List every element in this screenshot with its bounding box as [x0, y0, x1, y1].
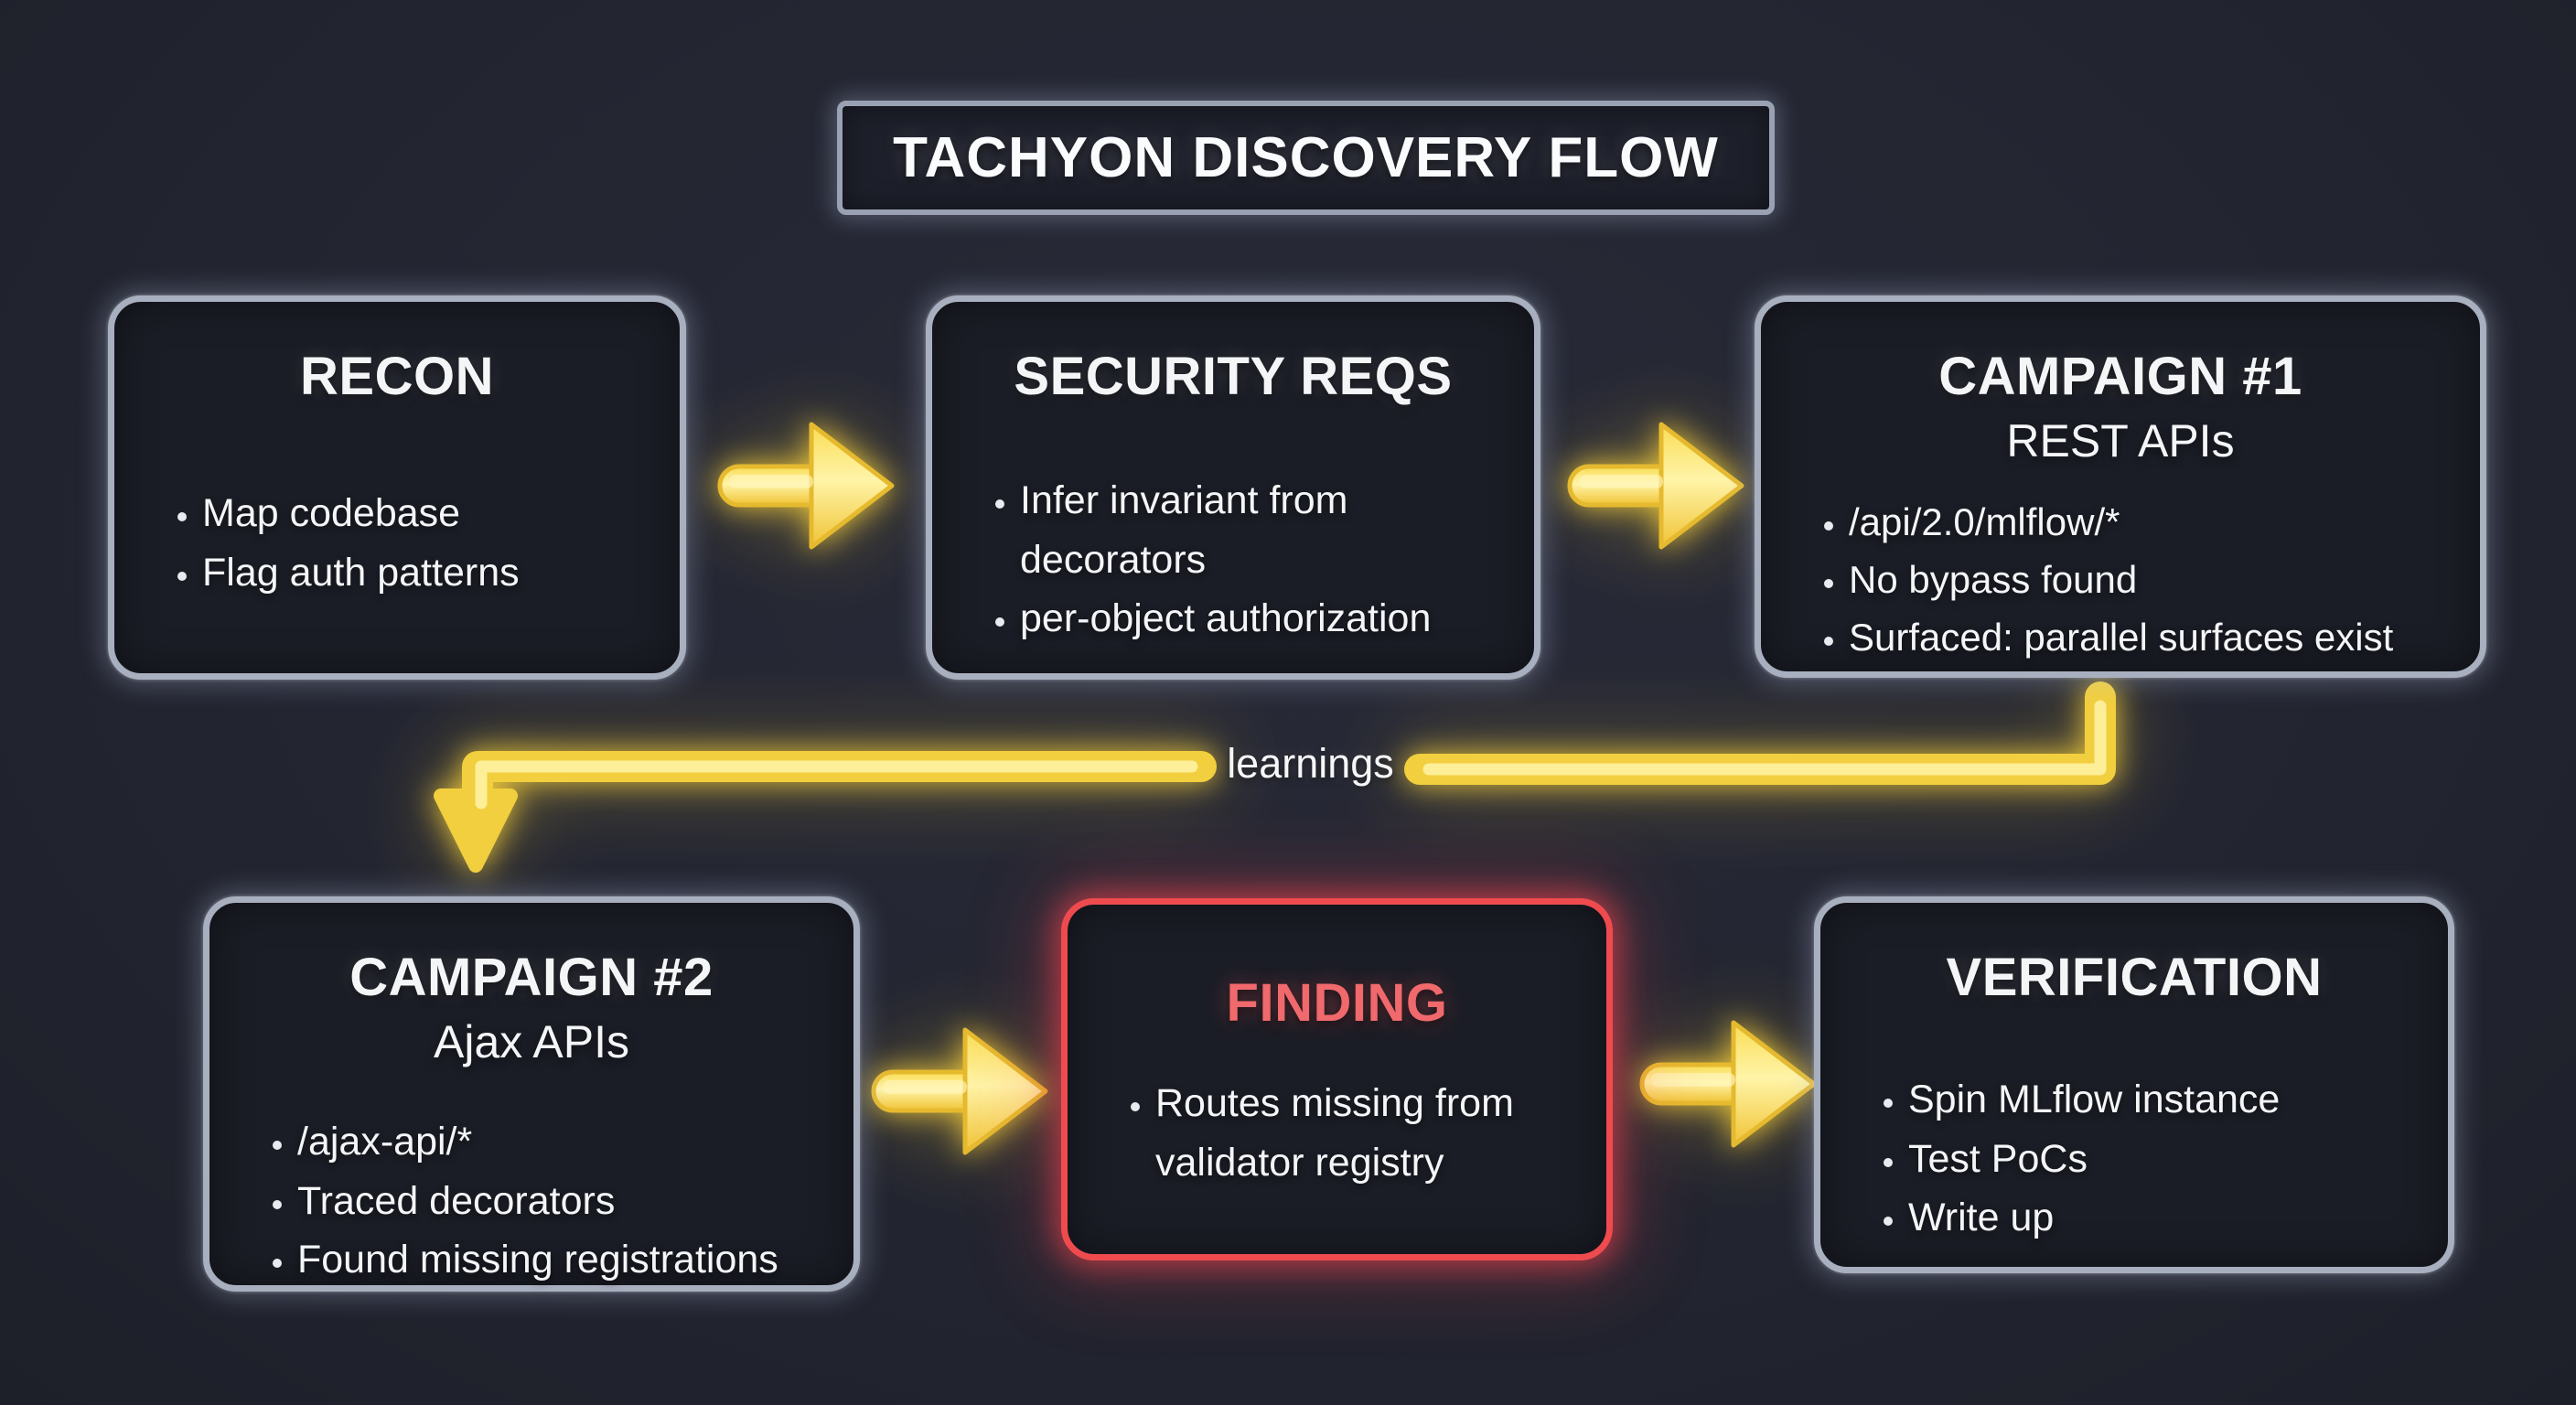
arrowhead-down-icon — [434, 788, 518, 873]
bullet-item: Test PoCs — [1908, 1130, 2420, 1189]
bullet-item: per-object authorization — [1020, 589, 1507, 649]
node-recon-bullets: Map codebase Flag auth patterns — [114, 484, 652, 602]
bullet-item: No bypass found — [1849, 551, 2453, 608]
page-title: TACHYON DISCOVERY FLOW — [893, 126, 1719, 189]
node-finding-title: FINDING — [1226, 973, 1448, 1033]
bullet-item: Surfaced: parallel surfaces exist — [1849, 608, 2453, 666]
bullet-item: Spin MLflow instance — [1908, 1070, 2420, 1130]
bullet-item: /api/2.0/mlflow/* — [1849, 493, 2453, 551]
bullet-item: Write up — [1908, 1188, 2420, 1248]
arrow-recon-to-security-icon — [717, 422, 895, 550]
node-verification-bullets: Spin MLflow instance Test PoCs Write up — [1820, 1070, 2420, 1248]
node-campaign2-bullets: /ajax-api/* Traced decorators Found miss… — [209, 1112, 826, 1290]
bullet-item: Traced decorators — [297, 1172, 826, 1231]
arrow-campaign2-to-finding-icon — [871, 1027, 1048, 1155]
node-campaign2-subtitle: Ajax APIs — [434, 1016, 629, 1067]
arrow-finding-to-verification-icon — [1639, 1020, 1817, 1148]
node-campaign1-subtitle: REST APIs — [2006, 415, 2235, 467]
node-security-reqs-title: SECURITY REQS — [1014, 347, 1453, 406]
node-campaign1: CAMPAIGN #1 REST APIs /api/2.0/mlflow/* … — [1755, 295, 2486, 678]
node-campaign1-bullets: /api/2.0/mlflow/* No bypass found Surfac… — [1761, 493, 2453, 666]
node-security-reqs-bullets: Infer invariant from decorators per-obje… — [932, 471, 1507, 649]
bullet-item: Routes missing from validator registry — [1155, 1074, 1579, 1192]
learnings-label: learnings — [1227, 740, 1394, 787]
node-verification: VERIFICATION Spin MLflow instance Test P… — [1814, 896, 2454, 1273]
node-security-reqs: SECURITY REQS Infer invariant from decor… — [926, 295, 1540, 680]
node-finding-bullets: Routes missing from validator registry — [1068, 1074, 1579, 1192]
node-recon: RECON Map codebase Flag auth patterns — [108, 295, 686, 680]
node-recon-title: RECON — [300, 347, 494, 406]
node-finding: FINDING Routes missing from validator re… — [1061, 898, 1613, 1260]
bullet-item: Infer invariant from decorators — [1020, 471, 1507, 589]
arrow-security-to-campaign1-icon — [1567, 422, 1744, 550]
node-campaign2-title: CAMPAIGN #2 — [349, 948, 714, 1007]
bullet-item: /ajax-api/* — [297, 1112, 826, 1172]
node-verification-title: VERIFICATION — [1946, 948, 2323, 1007]
bullet-item: Map codebase — [202, 484, 652, 543]
diagram-title-box: TACHYON DISCOVERY FLOW — [837, 101, 1775, 215]
bullet-item: Found missing registrations — [297, 1230, 826, 1290]
node-campaign2: CAMPAIGN #2 Ajax APIs /ajax-api/* Traced… — [203, 896, 860, 1292]
learnings-feedback-line — [434, 681, 2116, 873]
node-campaign1-title: CAMPAIGN #1 — [1938, 347, 2302, 406]
bullet-item: Flag auth patterns — [202, 543, 652, 603]
